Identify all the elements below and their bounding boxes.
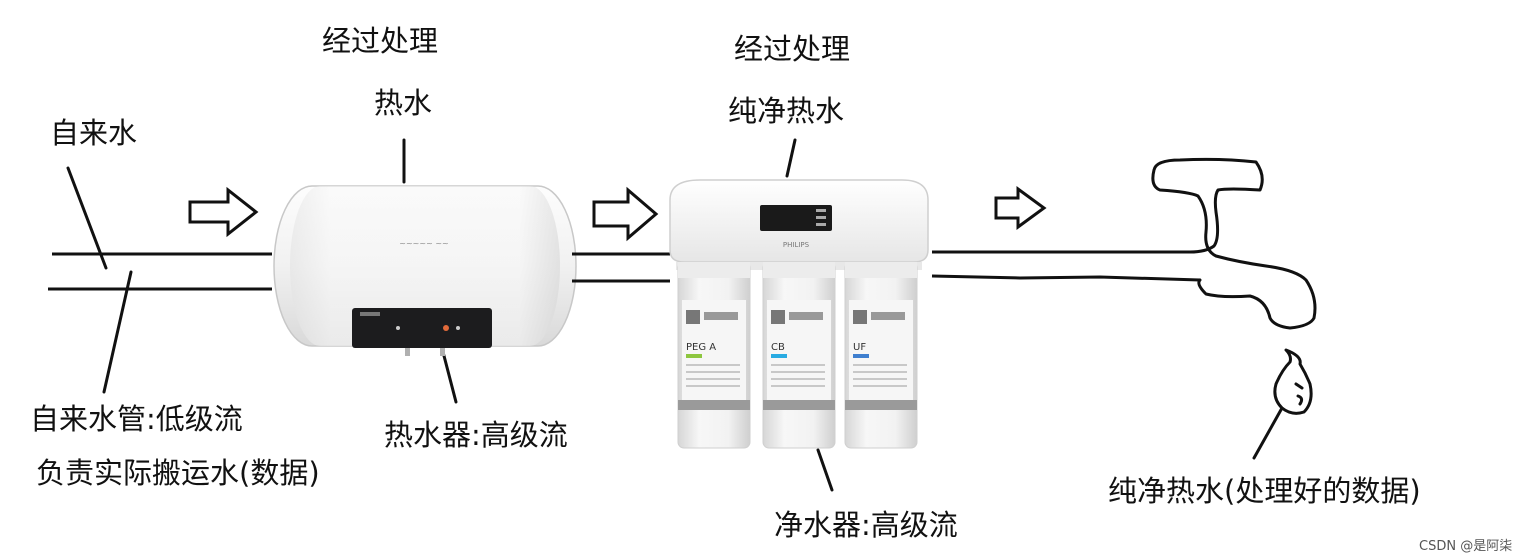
filter-cartridge: CB — [762, 261, 836, 449]
flow-arrow-icon — [592, 186, 659, 242]
water-drop-icon — [1273, 348, 1313, 415]
purifier-brand: PHILIPS — [783, 241, 810, 249]
pure-hot-water-label: 纯净热水 — [728, 94, 845, 128]
heater-processing-label: 经过处理 — [322, 24, 439, 58]
purifier-high-level-stream-label: 净水器:高级流 — [774, 508, 958, 542]
heater-high-level-stream-label: 热水器:高级流 — [384, 418, 568, 452]
flow-arrow-icon — [994, 186, 1047, 230]
water-purifier: PHILIPS — [669, 179, 929, 270]
filter-code: PEG A — [686, 342, 716, 353]
low-level-stream-desc: 负责实际搬运水(数据) — [36, 456, 320, 490]
purifier-processing-label: 经过处理 — [734, 32, 851, 66]
water-heater: ~~~~~ ~~ — [273, 185, 577, 356]
output-data-label: 纯净热水(处理好的数据) — [1108, 474, 1421, 508]
faucet-icon — [1151, 157, 1317, 330]
filter-code: UF — [853, 342, 866, 353]
filter-code: CB — [771, 342, 785, 353]
watermark: CSDN @是阿柒 — [1419, 539, 1513, 554]
tap-water-pipe — [48, 252, 272, 291]
hot-water-label: 热水 — [374, 86, 433, 120]
output-pipe — [931, 250, 1201, 282]
pointer-lines — [66, 138, 1284, 492]
low-level-stream-label: 自来水管:低级流 — [30, 402, 243, 436]
tap-water-label: 自来水 — [50, 116, 138, 150]
svg-text:~~~~~ ~~: ~~~~~ ~~ — [399, 239, 448, 248]
filter-cartridge: UF — [844, 261, 918, 449]
heater-purifier-pipe — [572, 252, 670, 283]
filter-cartridges: PEG A CB UF — [677, 261, 918, 449]
filter-cartridge: PEG A — [677, 261, 751, 449]
flow-arrow-icon — [188, 186, 259, 238]
